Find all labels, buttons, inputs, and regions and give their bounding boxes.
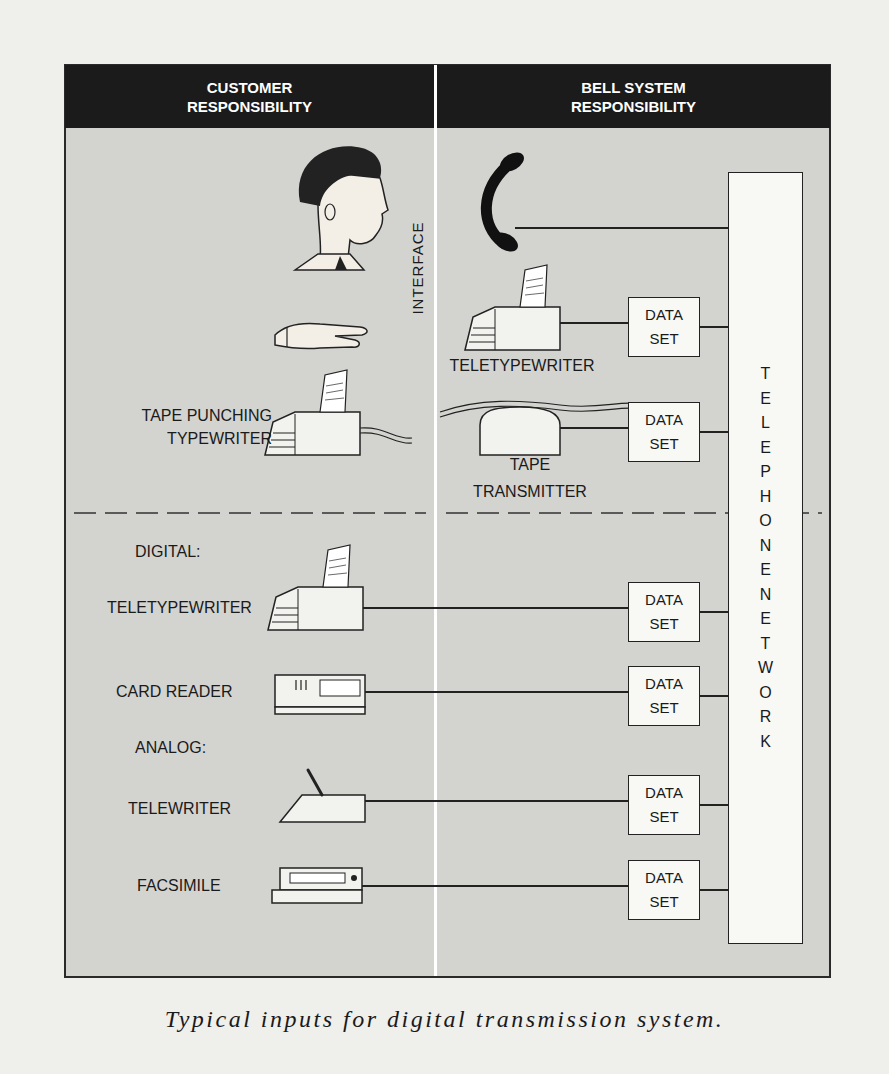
network-box: TELEPHONE NETWORK xyxy=(728,172,803,944)
teletypewriter-figure xyxy=(465,265,560,350)
device-label: DIGITAL: xyxy=(135,542,201,562)
connector xyxy=(700,431,728,433)
device-label: TAPE PUNCHING TYPEWRITER xyxy=(97,404,272,450)
dashed-separator xyxy=(74,512,822,514)
wire xyxy=(365,691,628,693)
box-label: DATA SET xyxy=(638,672,690,720)
telewriter-figure xyxy=(280,770,365,822)
data-set-box: DATA SET xyxy=(628,860,700,920)
wire xyxy=(560,322,628,324)
connector xyxy=(700,611,728,613)
wire xyxy=(365,800,628,802)
device-label: TAPE TRANSMITTER xyxy=(465,451,595,505)
divider xyxy=(434,65,437,976)
data-set-box: DATA SET xyxy=(628,582,700,642)
device-label: TELETYPEWRITER xyxy=(107,598,252,618)
header-band: BELL SYSTEM RESPONSIBILITY xyxy=(437,65,830,128)
wire xyxy=(362,885,628,887)
punched-tape xyxy=(360,428,412,443)
wire xyxy=(560,427,628,429)
box-label: TELEPHONE NETWORK xyxy=(758,362,774,754)
device-label: CARD READER xyxy=(116,682,232,702)
data-set-box: DATA SET xyxy=(628,775,700,835)
telephone-handset xyxy=(486,149,527,256)
data-set-box: DATA SET xyxy=(628,666,700,726)
box-label: DATA SET xyxy=(638,781,690,829)
header-band: CUSTOMER RESPONSIBILITY xyxy=(65,65,434,128)
data-set-box: DATA SET xyxy=(628,297,700,357)
hand-figure xyxy=(275,323,367,348)
device-label: TELETYPEWRITER xyxy=(437,356,607,376)
head-figure xyxy=(295,146,388,270)
teletypewriter-figure xyxy=(268,545,363,630)
handset-wire xyxy=(515,227,728,229)
connector xyxy=(700,695,728,697)
box-label: DATA SET xyxy=(638,408,690,456)
box-label: DATA SET xyxy=(638,303,690,351)
wire xyxy=(363,607,628,609)
box-label: DATA SET xyxy=(638,866,690,914)
connector xyxy=(700,326,728,328)
card-reader-figure xyxy=(275,675,365,714)
box-label: BELL SYSTEM RESPONSIBILITY xyxy=(564,78,704,116)
box-label: CUSTOMER RESPONSIBILITY xyxy=(180,78,320,116)
data-set-box: DATA SET xyxy=(628,402,700,462)
device-label: TELEWRITER xyxy=(128,799,231,819)
tape-punching-typewriter-figure xyxy=(265,370,360,455)
connector xyxy=(700,804,728,806)
interface-label: INTERFACE xyxy=(408,221,428,314)
tape-transmitter-figure xyxy=(440,401,640,455)
facsimile-figure xyxy=(272,868,362,903)
device-label: ANALOG: xyxy=(135,738,206,758)
panel xyxy=(65,65,830,977)
figure-caption: Typical inputs for digital transmission … xyxy=(0,1006,889,1033)
device-label: FACSIMILE xyxy=(137,876,221,896)
box-label: DATA SET xyxy=(638,588,690,636)
connector xyxy=(700,889,728,891)
